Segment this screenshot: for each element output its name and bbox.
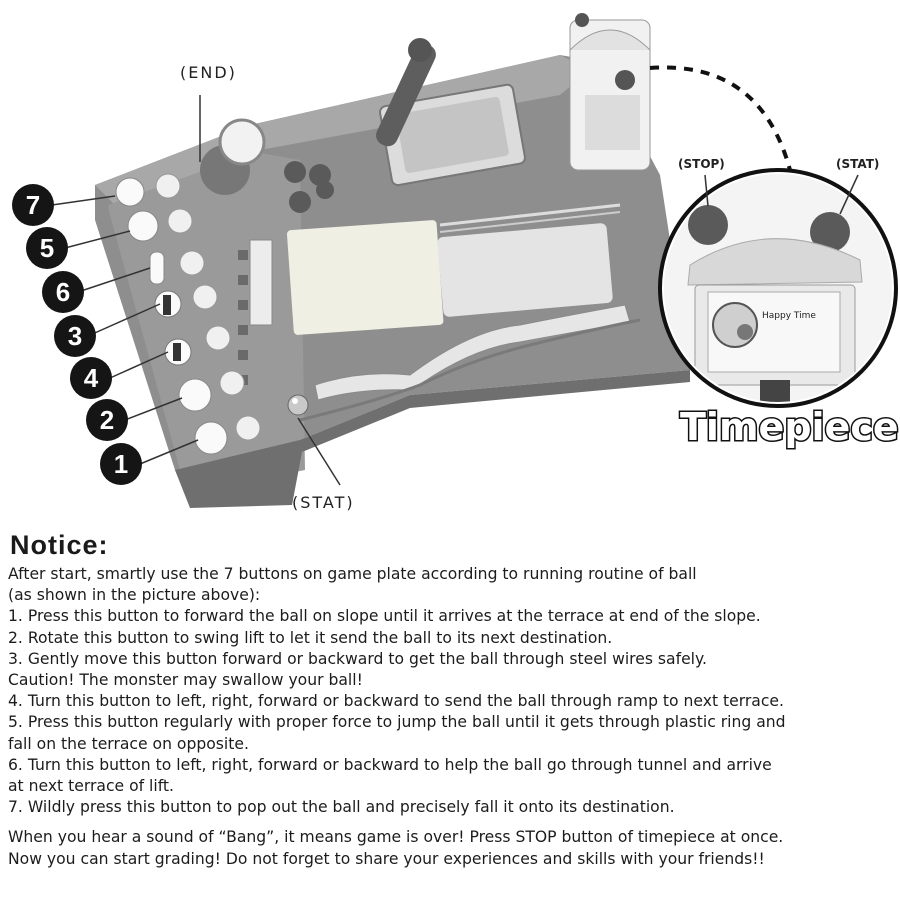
outro-line-1: When you hear a sound of “Bang”, it mean… xyxy=(8,828,784,847)
dashed-pointer xyxy=(649,65,792,171)
outro-line-2: Now you can start grading! Do not forget… xyxy=(8,849,765,868)
callout-badge-4 xyxy=(70,357,112,399)
step-2: 2. Rotate this button to swing lift to l… xyxy=(8,628,613,647)
callout-number-2: 2 xyxy=(100,405,114,435)
timepiece-on-board xyxy=(569,13,651,171)
label-stat-bottom: (STAT) xyxy=(292,493,355,512)
timepiece-zoom: Happy Time xyxy=(658,168,898,408)
callout-number-3: 3 xyxy=(68,321,82,351)
step-6-continued: at next terrace of lift. xyxy=(8,777,175,796)
notice-title: Notice: xyxy=(10,530,109,560)
callout-badge-6 xyxy=(42,271,84,313)
callout-number-4: 4 xyxy=(84,363,99,393)
step-7: 7. Wildly press this button to pop out t… xyxy=(8,798,675,817)
callout-badge-7 xyxy=(12,184,54,226)
game-board xyxy=(95,38,690,508)
callout-badge-1 xyxy=(100,443,142,485)
label-end: (END) xyxy=(180,63,237,82)
callout-lines xyxy=(51,95,341,486)
step-3-caution: Caution! The monster may swallow your ba… xyxy=(8,671,363,690)
callout-number-7: 7 xyxy=(26,190,40,220)
step-6: 6. Turn this button to left, right, forw… xyxy=(8,755,772,774)
store-watermark: Store No: 3619158 xyxy=(398,439,568,460)
label-stop: (STOP) xyxy=(678,157,725,171)
control-buttons xyxy=(115,173,261,455)
timepiece-title: Timepiece xyxy=(680,405,899,449)
step-5-continued: fall on the terrace on opposite. xyxy=(8,734,249,753)
steps-list: 1. Press this button to forward the ball… xyxy=(8,606,896,818)
intro-line-1: After start, smartly use the 7 buttons o… xyxy=(8,565,697,583)
callout-number-6: 6 xyxy=(56,277,70,307)
label-stat-right: (STAT) xyxy=(836,157,879,171)
step-3: 3. Gently move this button forward or ba… xyxy=(8,649,707,668)
callout-number-5: 5 xyxy=(40,233,54,263)
step-1: 1. Press this button to forward the ball… xyxy=(8,607,761,626)
callout-badge-3 xyxy=(54,315,96,357)
callout-badge-5 xyxy=(26,227,68,269)
step-5: 5. Press this button regularly with prop… xyxy=(8,713,786,732)
callout-number-1: 1 xyxy=(114,449,128,479)
intro-line-2: (as shown in the picture above): xyxy=(8,586,261,605)
step-4: 4. Turn this button to left, right, forw… xyxy=(8,692,784,711)
callout-badge-2 xyxy=(86,399,128,441)
clock-face-text: Happy Time xyxy=(762,311,816,321)
notice-section: Notice: After start, smartly use the 7 b… xyxy=(8,530,896,870)
